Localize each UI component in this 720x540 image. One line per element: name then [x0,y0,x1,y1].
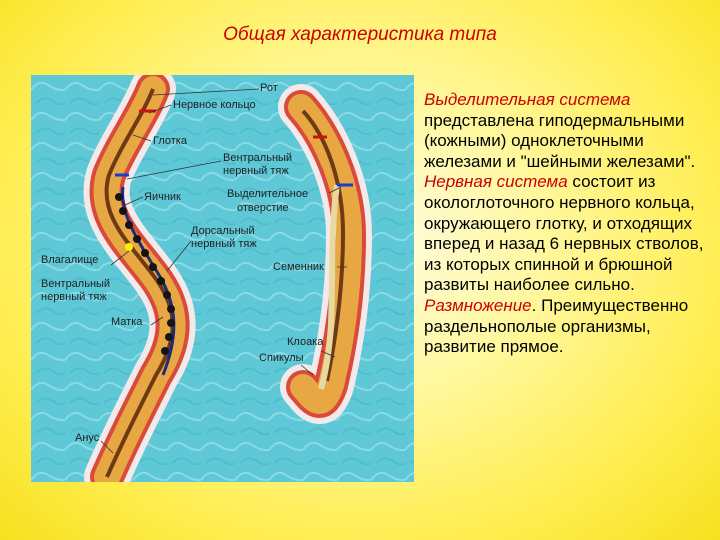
nematode-anatomy-diagram: Рот Нервное кольцо Глотка Вентральный не… [31,75,414,482]
label-excretory-pore-b: отверстие [237,202,289,214]
label-excretory-pore-a: Выделительное [227,188,308,200]
label-ventral-cord-1b: нервный тяж [223,165,289,177]
label-mouth: Рот [260,82,278,94]
label-anus: Анус [75,432,100,444]
label-ventral-cord-1a: Вентральный [223,152,292,164]
excretory-heading: Выделительная система [424,90,631,109]
label-ventral-cord-2a: Вентральный [41,278,110,290]
slide-title: Общая характеристика типа [223,24,497,45]
label-dorsal-cord-b: нервный тяж [191,238,257,250]
male-worm [278,84,373,424]
label-ventral-cord-2b: нервный тяж [41,291,107,303]
nervous-heading: Нервная система [424,172,568,192]
excretory-body: представлена гиподермальными (кожными) о… [424,110,696,171]
reproduction-heading: Размножение [424,295,532,315]
description-text: Выделительная система представлена гипод… [424,90,714,358]
label-testis: Семенник [273,261,324,273]
nervous-body: состоит из окологлоточного нервного коль… [424,172,704,295]
reproduction-dot: . [531,295,537,315]
label-spicules: Спикулы [259,352,304,364]
nematode-anatomy-illustration: Рот Нервное кольцо Глотка Вентральный не… [31,75,414,482]
label-uterus: Матка [111,316,143,328]
label-nerve-ring: Нервное кольцо [173,99,256,111]
label-cloaca: Клоака [287,336,324,348]
female-worm [83,75,196,482]
label-dorsal-cord-a: Дорсальный [191,225,255,237]
reproduction-body: Преимущественно раздельнополые организмы… [424,295,689,357]
label-ovary: Яичник [144,191,181,203]
label-vagina: Влагалище [41,254,98,266]
leader-lines [100,88,347,454]
label-pharynx: Глотка [153,135,188,147]
